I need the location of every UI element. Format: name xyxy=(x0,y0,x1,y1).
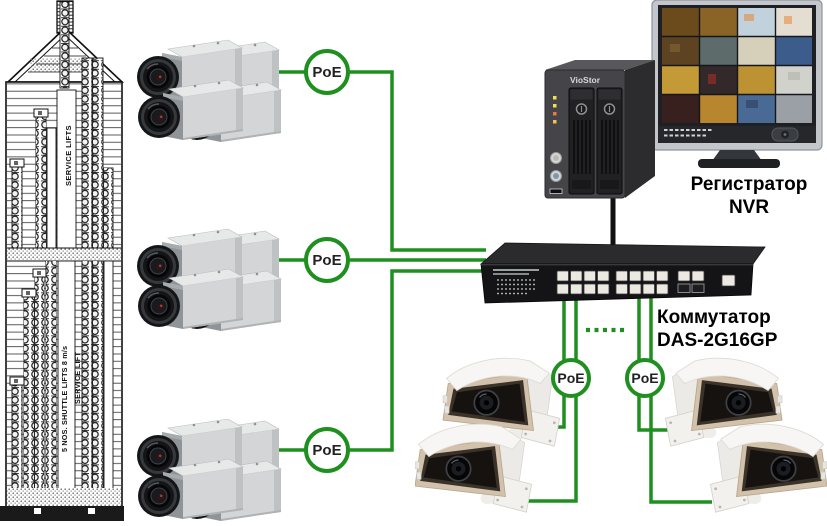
service-lifts-label: SERVICE LIFTS xyxy=(64,125,73,186)
sfp-slots xyxy=(677,283,705,293)
service-lift-label: SERVICE LIFT xyxy=(73,352,82,404)
status-leds xyxy=(553,96,557,124)
nvr-brand: VioStor xyxy=(570,75,601,85)
poe-label: PoE xyxy=(312,63,342,81)
shuttle-lifts-label: 5 NOS. SHUTTLE LIFTS 8 m/s xyxy=(60,346,69,452)
poe-injector-3: PoE xyxy=(304,427,350,473)
line-switch-to-bullet-right-a xyxy=(637,296,670,432)
camera-feed-grid xyxy=(662,8,812,123)
poe-injector-4: PoE xyxy=(551,358,591,398)
switch-label-line2: DAS-2G16GP xyxy=(657,330,778,352)
nvr-label-line1: Регистратор xyxy=(690,174,808,195)
box-camera-group-1 xyxy=(135,38,283,144)
poe-label: PoE xyxy=(312,251,342,269)
poe-injector-1: PoE xyxy=(304,49,350,95)
drive-bays xyxy=(568,87,623,195)
building-schematic: SERVICE LIFTS 5 NOS. SHUTTLE LIFTS 8 m/s… xyxy=(0,0,125,521)
box-camera-group-2 xyxy=(135,227,283,333)
poe-label: PoE xyxy=(557,370,585,386)
rj45-ports xyxy=(556,270,736,295)
monitor-buttons xyxy=(664,129,712,137)
nvr-label: Регистратор NVR xyxy=(676,173,822,219)
poe-label: PoE xyxy=(631,370,659,386)
monitor-stand xyxy=(712,150,762,161)
poe-label: PoE xyxy=(312,441,342,459)
box-camera-group-3 xyxy=(135,417,283,523)
network-switch xyxy=(479,242,766,304)
nvr-device: VioStor xyxy=(544,60,655,199)
bullet-camera-group-right xyxy=(650,352,827,526)
poe-injector-2: PoE xyxy=(304,237,350,283)
bullet-camera-group-left xyxy=(415,352,630,526)
monitor xyxy=(651,0,823,168)
usb-port xyxy=(549,188,563,194)
nvr-label-line2: NVR xyxy=(728,197,770,219)
switch-label-line1: Коммутатор xyxy=(657,307,771,328)
poe-injector-5: PoE xyxy=(625,358,665,398)
line-cam-group1-to-switch xyxy=(279,70,486,252)
switch-label: Коммутатор DAS-2G16GP xyxy=(657,306,777,352)
